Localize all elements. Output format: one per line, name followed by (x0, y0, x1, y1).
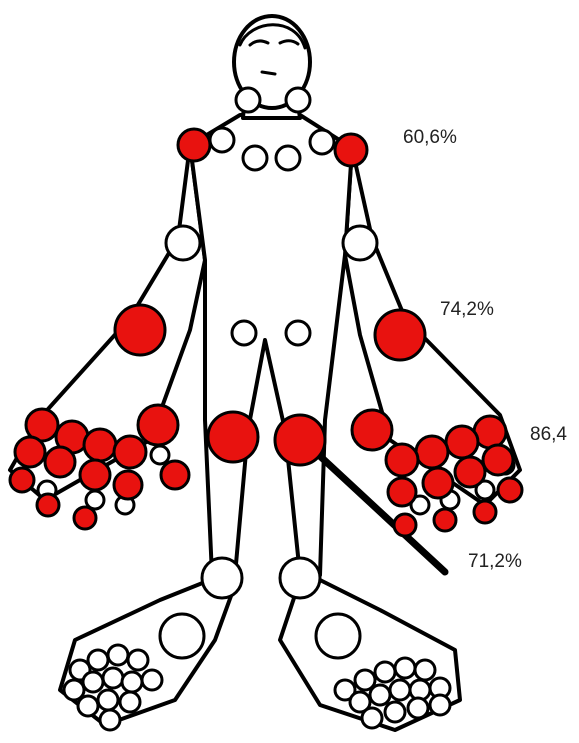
toe-joint (385, 702, 405, 722)
hand-joint (394, 514, 416, 536)
hand-joint (80, 460, 110, 490)
hand-joint (416, 436, 448, 468)
jaw-joint-left (236, 88, 260, 112)
toe-joint (100, 710, 120, 730)
hip-joint-left (232, 321, 256, 345)
toe-joint (430, 695, 450, 715)
toe-joint (128, 650, 148, 670)
hand-joint (352, 410, 392, 450)
hand-joint (114, 436, 146, 468)
hip-joint-right (286, 321, 310, 345)
toe-joint (390, 680, 410, 700)
hand-joint (114, 471, 142, 499)
elbow-joint-left (166, 226, 200, 260)
hand-joint (498, 478, 522, 502)
toe-joint (98, 690, 118, 710)
hand-joint (161, 461, 189, 489)
wrist-joint-right (375, 310, 425, 360)
hand-joint (388, 478, 416, 506)
toe-joint (370, 685, 390, 705)
sternoclavicular-joint-2 (276, 146, 300, 170)
hand-joint (446, 426, 478, 458)
toe-joint (395, 658, 415, 678)
toe-joint (142, 670, 162, 690)
hand-joint (138, 405, 178, 445)
wrist-percentage-label: 74,2% (440, 300, 494, 319)
toe-joint (375, 662, 395, 682)
shoulder-joint-left (178, 129, 210, 161)
hand-joint (10, 468, 34, 492)
ankle-joint-right (280, 558, 320, 598)
toe-joint (415, 660, 435, 680)
hand-joint (423, 468, 453, 498)
hand-joint (45, 447, 75, 477)
knee-joint-right (275, 415, 325, 465)
hand-joint (84, 429, 116, 461)
toe-joint (78, 696, 98, 716)
hand-percentage-label: 86,4 (530, 425, 567, 444)
hand-joint (37, 494, 59, 516)
toe-joint (108, 645, 128, 665)
toe-joint (122, 672, 142, 692)
sternoclavicular-joint-1 (243, 146, 267, 170)
hand-joint (15, 437, 45, 467)
knee-joint-left (208, 412, 258, 462)
toe-joint (120, 692, 140, 712)
hand-joint (386, 444, 418, 476)
finger-tip-joint (151, 446, 169, 464)
hand-joint (455, 457, 485, 487)
hand-joint (434, 509, 456, 531)
shoulder-joint-right (335, 134, 367, 166)
jaw-joint-right (286, 88, 310, 112)
hand-joint (483, 445, 513, 475)
toe-joint (88, 650, 108, 670)
hand-joint (74, 507, 96, 529)
toe-joint (83, 672, 103, 692)
elbow-joint-right (343, 226, 377, 260)
body-outline (10, 16, 520, 730)
shoulder-joint-left-inner (210, 128, 234, 152)
ankle-joint-left (202, 558, 242, 598)
toe-joint (362, 708, 382, 728)
knee-percentage-label: 71,2% (468, 552, 522, 571)
toe-joint (103, 668, 123, 688)
wrist-joint-left (115, 305, 165, 355)
midfoot-joint-right (316, 614, 360, 658)
shoulder-percentage-label: 60,6% (403, 128, 457, 147)
toe-joint (408, 698, 428, 718)
shoulder-joint-right-inner (310, 130, 334, 154)
midfoot-joint-left (160, 614, 204, 658)
hand-joint (474, 501, 496, 523)
